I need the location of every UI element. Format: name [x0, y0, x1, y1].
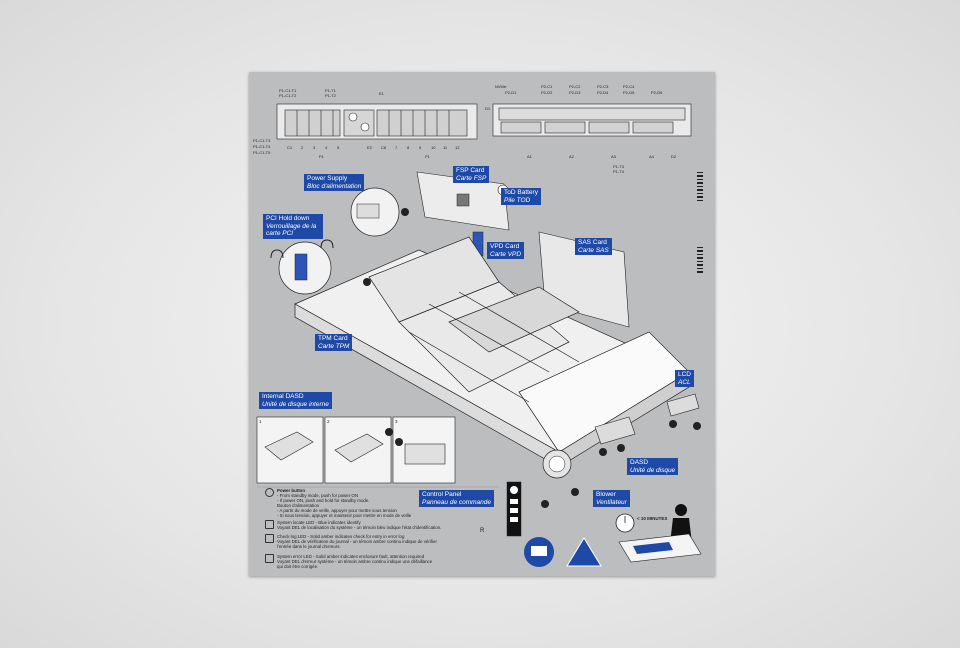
power-button-icon [265, 488, 274, 497]
rear-label-p2-d1: P2-D1 [505, 90, 517, 95]
rear-label-p2-d6: P2-D6 [651, 90, 663, 95]
step-number-2: 2 [327, 419, 330, 424]
lcd-drawing [666, 393, 700, 417]
rear-label-p1-c1-t3: P1-C1-T3 [253, 138, 271, 143]
rear-label-d2: D2 [671, 154, 677, 159]
rear-label-p2-d4: P2-D4 [597, 90, 609, 95]
rear-label-p2-d2: P2-D2 [541, 90, 553, 95]
step-number-3: 3 [395, 419, 398, 424]
rear-label-4: 4 [325, 145, 328, 150]
rear-view-left [276, 103, 478, 140]
rear-label-12: 12 [455, 145, 460, 150]
legend-system-error-led: System error LED - Solid amber indicates… [265, 554, 477, 569]
rear-label-p1-t3: P1-T3 [613, 164, 624, 169]
rear-label-9: 9 [419, 145, 422, 150]
rear-group-p1-right: P1 [425, 154, 430, 159]
rear-label-a4: A4 [649, 154, 654, 159]
locate-led-icon [265, 520, 274, 529]
rear-label-p2-d5: P2-D5 [623, 90, 635, 95]
rear-label-a3: A3 [611, 154, 616, 159]
rear-label-p1-c1-t2: P1-C1-T2 [279, 93, 297, 98]
rear-view-right [492, 103, 692, 137]
rear-label-d1: D1 [485, 106, 491, 111]
service-label-sheet: P1-C1-T1 P1-C1-T2 P1-T1 P1-T2 E1 P1-C1-T… [249, 72, 715, 576]
timer-text: < 10 MINUTES [637, 516, 668, 521]
rear-label-3: 3 [313, 145, 316, 150]
rear-label-c1: C1 [287, 145, 293, 150]
rear-label-p1-t2: P1-T2 [325, 93, 336, 98]
rear-label-p1-c1-t4: P1-C1-T4 [253, 144, 271, 149]
barcode [697, 172, 703, 273]
rear-label-5: 5 [337, 145, 340, 150]
step-number-1: 1 [259, 419, 262, 424]
rear-label-10: 10 [431, 145, 436, 150]
rear-label-p1-c1-t5: P1-C1-T5 [253, 150, 271, 155]
panel-mark: R [480, 528, 485, 534]
system-error-led-icon [265, 554, 274, 563]
rear-label-7: 7 [395, 145, 398, 150]
warning-triangle-icon [566, 537, 602, 567]
rear-label-e2: E2 [367, 145, 372, 150]
rear-label-a2: A2 [569, 154, 574, 159]
rear-label-8: 8 [407, 145, 410, 150]
rear-label-p2-c1: P2-C1 [541, 84, 553, 89]
rear-label-p1-c1-t1: P1-C1-T1 [279, 88, 297, 93]
check-log-led-icon [265, 534, 274, 543]
rear-label-e1: E1 [379, 91, 384, 96]
server-line-drawing [256, 103, 703, 567]
legend-power-button: Power button - From standby mode, push f… [265, 488, 477, 518]
rear-label-p2-c3: P2-C3 [597, 84, 609, 89]
dasd-drawing [594, 416, 636, 445]
legend-check-log-led: Check log LED - Solid amber indicates ch… [265, 534, 477, 549]
rear-label-p1-t1: P1-T1 [325, 88, 336, 93]
rear-label-11: 11 [443, 145, 448, 150]
rear-label-a1: A1 [527, 154, 532, 159]
legend-system-locate-led: System locate LED - Blue indicates ident… [265, 520, 477, 530]
rear-label-p1-t4: P1-T4 [613, 169, 624, 174]
rear-label-p2-c4: P2-C4 [623, 84, 635, 89]
rear-label-p2-d3: P2-D3 [569, 90, 581, 95]
rear-label-p2-c2: P2-C2 [569, 84, 581, 89]
rear-label-c6: C6 [381, 145, 387, 150]
rear-label-nvme: NVMe: [495, 84, 508, 89]
rear-label-2: 2 [301, 145, 304, 150]
rear-group-p1-left: P1 [319, 154, 324, 159]
chassis-drawing [294, 236, 690, 468]
internal-dasd-steps [256, 416, 456, 484]
